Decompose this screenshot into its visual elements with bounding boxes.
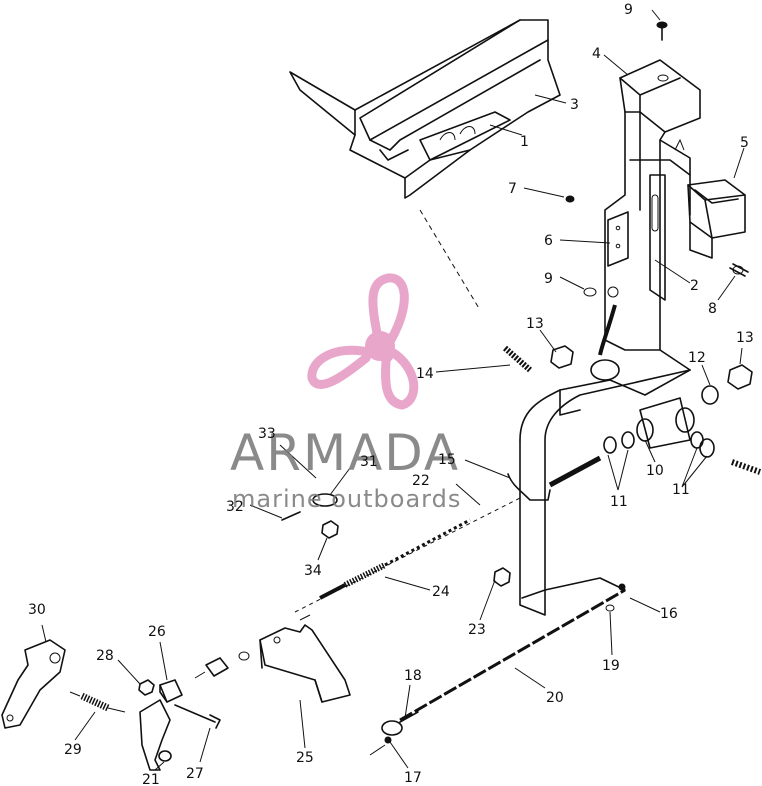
part-5-box — [687, 179, 746, 259]
callout-31: 31 — [360, 454, 378, 470]
part-8-pin — [729, 263, 749, 277]
part-4-top-cap — [619, 59, 701, 133]
callout-19: 19 — [602, 658, 620, 674]
part-28-nut — [138, 679, 155, 696]
part-26-block — [159, 679, 183, 703]
part-32-pin — [281, 511, 301, 521]
callout-8: 8 — [708, 301, 717, 317]
part-25-mount-plate — [259, 624, 351, 703]
callout-labels: 9 4 5 1 3 7 6 2 8 9 13 13 12 14 15 10 11… — [28, 2, 754, 786]
part-13-nuts — [550, 345, 753, 390]
part-34-nut — [321, 520, 339, 539]
callout-26: 26 — [148, 624, 166, 640]
callout-32: 32 — [226, 499, 244, 515]
part-2-main-column — [604, 111, 691, 396]
watermark-brand: ARMADA — [230, 424, 460, 482]
callout-30: 30 — [28, 602, 46, 618]
callout-21: 21 — [142, 772, 160, 786]
callout-15: 15 — [438, 452, 456, 468]
part-6-plate — [607, 211, 629, 267]
callout-13-left: 13 — [526, 316, 544, 332]
part-7-screw — [565, 195, 575, 203]
part-27-bolt — [174, 704, 221, 729]
callout-4: 4 — [592, 46, 601, 62]
callout-2: 2 — [690, 278, 699, 294]
callout-23: 23 — [468, 622, 486, 638]
callout-10: 10 — [646, 463, 664, 479]
callout-34: 34 — [304, 563, 322, 579]
callout-24: 24 — [432, 584, 450, 600]
part-3-bracket-assembly — [289, 19, 561, 199]
callout-3: 3 — [570, 97, 579, 113]
callout-11-left: 11 — [610, 494, 628, 510]
wire-harness — [590, 304, 620, 381]
part-30-lever — [1, 639, 66, 729]
part-15-clip — [507, 473, 551, 501]
part-23-nut — [493, 567, 511, 587]
callout-16: 16 — [660, 606, 678, 622]
centerline — [419, 209, 481, 311]
callout-9-lower: 9 — [544, 271, 553, 287]
callout-28: 28 — [96, 648, 114, 664]
callout-17: 17 — [404, 770, 422, 786]
callout-18: 18 — [404, 668, 422, 684]
callout-27: 27 — [186, 766, 204, 782]
part-19-end — [605, 604, 615, 612]
callout-5: 5 — [740, 135, 749, 151]
threaded-stud — [548, 455, 762, 488]
callout-25: 25 — [296, 750, 314, 766]
callout-12: 12 — [688, 350, 706, 366]
part-29-spring — [69, 691, 126, 713]
part-9-top-screw — [656, 21, 668, 41]
adjuster-fitting — [194, 651, 250, 679]
watermark-tagline: marine outboards — [232, 485, 461, 513]
callout-29: 29 — [64, 742, 82, 758]
part-9-washer — [583, 286, 619, 298]
watermark: ARMADA marine outboards — [230, 273, 461, 513]
callout-14: 14 — [416, 366, 434, 382]
propeller-icon — [307, 273, 419, 410]
callout-1: 1 — [520, 134, 529, 150]
callout-22: 22 — [412, 473, 430, 489]
callout-20: 20 — [546, 690, 564, 706]
callout-11-right: 11 — [672, 482, 690, 498]
part-14-spring — [503, 345, 532, 373]
part-12-bracket — [519, 369, 691, 616]
part-21-bracket — [139, 699, 172, 771]
callout-6: 6 — [544, 233, 553, 249]
part-17-18-ball-joint — [381, 711, 419, 744]
callout-7: 7 — [508, 181, 517, 197]
leader-lines — [41, 9, 745, 771]
callout-13-right: 13 — [736, 330, 754, 346]
callout-33: 33 — [258, 426, 276, 442]
part-20-link-rod — [399, 577, 626, 722]
part-31-washer — [312, 493, 338, 507]
callout-9: 9 — [624, 2, 633, 18]
part-22-24-cable — [294, 497, 521, 621]
part-16-clip — [618, 583, 626, 591]
